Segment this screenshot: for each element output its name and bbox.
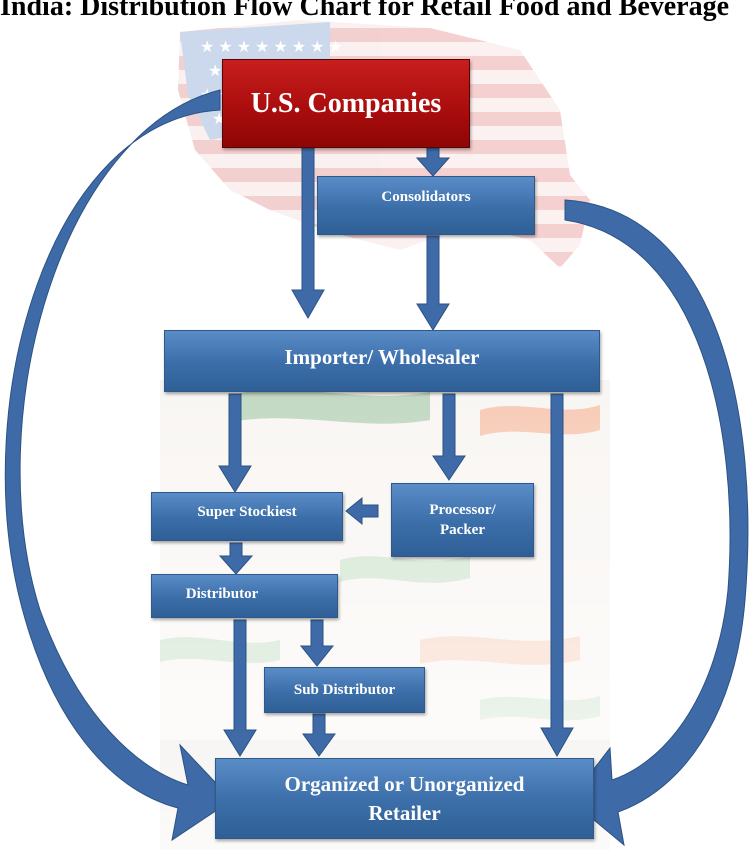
node-importer-wholesaler: Importer/ Wholesaler (164, 330, 600, 392)
arrow-importer-to-retailer (540, 393, 574, 758)
arrow-distributor-to-retailer (223, 619, 257, 757)
arrow-importer-to-processor (432, 393, 466, 481)
node-sub-distributor: Sub Distributor (264, 667, 425, 713)
arrow-super-stockiest-to-distributor (218, 542, 254, 575)
arrow-us-to-consolidators (415, 147, 451, 177)
node-super-stockiest: Super Stockiest (151, 492, 343, 541)
curved-arrow-right (564, 199, 749, 847)
node-retailer: Organized or Unorganized Retailer (215, 758, 594, 839)
svg-text:★ ★ ★ ★ ★ ★ ★ ★: ★ ★ ★ ★ ★ ★ ★ ★ (200, 39, 343, 56)
arrow-sub-distributor-to-retailer (302, 713, 336, 757)
page-title: India: Distribution Flow Chart for Retai… (0, 0, 730, 22)
arrow-importer-to-super-stockiest (218, 393, 252, 493)
arrow-distributor-to-sub-distributor (299, 619, 335, 667)
arrow-processor-to-super-stockiest (345, 496, 379, 526)
arrow-consolidators-to-importer (416, 235, 450, 331)
curved-arrow-left (4, 89, 233, 842)
arrow-us-to-importer (291, 147, 325, 320)
node-us-companies: U.S. Companies (222, 59, 470, 148)
node-distributor: Distributor (151, 574, 338, 618)
flow-arrows (4, 89, 749, 847)
node-processor-packer: Processor/ Packer (391, 483, 534, 557)
node-consolidators: Consolidators (317, 176, 535, 235)
